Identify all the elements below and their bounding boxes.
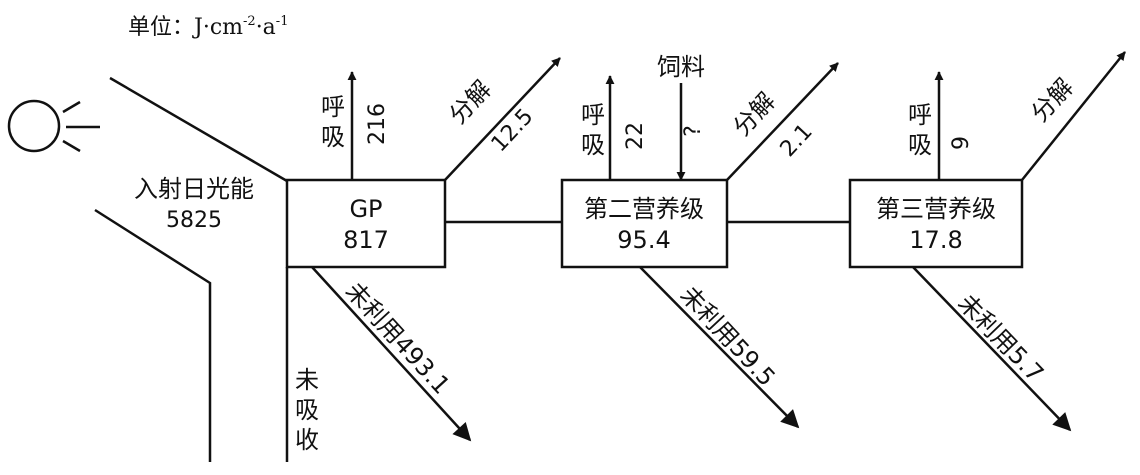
gp-box xyxy=(285,178,447,269)
inflow-label: 入射日光能 xyxy=(134,175,254,203)
level-second: 呼 吸 22 分解 2.1 未利用59.5 第二营养级 95.4 xyxy=(560,62,839,429)
sun-icon xyxy=(7,99,100,153)
inflow-value: 5825 xyxy=(166,208,222,233)
light-channel-lower xyxy=(94,208,212,462)
level-name: 第三营养级 xyxy=(876,195,996,223)
decomposition-arrow xyxy=(726,62,839,181)
unabsorbed-char-2: 吸 xyxy=(295,396,319,424)
level-value: 95.4 xyxy=(617,226,670,254)
respiration-label-char-2: 吸 xyxy=(321,123,345,151)
decomposition-label: 分解 xyxy=(444,75,497,129)
respiration-label-char-1: 呼 xyxy=(321,93,345,121)
level-gp: 呼 吸 216 分解 12.5 未利用493.1 GP 817 xyxy=(285,57,561,442)
unused-arrow xyxy=(912,266,1072,432)
light-channel-upper xyxy=(109,76,288,183)
unused-arrow xyxy=(639,266,800,429)
respiration-value: 9 xyxy=(949,136,974,150)
respiration-label-char-1: 呼 xyxy=(908,101,932,129)
unabsorbed-char-1: 未 xyxy=(295,366,319,394)
unused-text: 未利用493.1 xyxy=(340,277,456,400)
decomposition-value: 12.5 xyxy=(487,104,539,157)
second-level-box xyxy=(560,178,729,269)
decomposition-value: 2.1 xyxy=(776,119,818,162)
unabsorbed-char-3: 收 xyxy=(295,426,319,454)
respiration-value: 216 xyxy=(365,103,390,145)
level-name: 第二营养级 xyxy=(584,195,704,223)
feed-value: ? xyxy=(681,125,706,137)
feed-label: 饲料 xyxy=(657,53,705,81)
third-level-box xyxy=(848,178,1024,269)
unused-text: 未利用5.7 xyxy=(952,289,1049,388)
level-value: 17.8 xyxy=(909,226,962,254)
decomposition-arrow xyxy=(1021,51,1126,181)
unused-text: 未利用59.5 xyxy=(675,281,781,392)
respiration-label-char-2: 吸 xyxy=(908,131,932,159)
level-name: GP xyxy=(349,195,382,223)
level-value: 817 xyxy=(343,226,389,254)
respiration-label-char-2: 吸 xyxy=(581,131,605,159)
unit-label: 单位：J·cm-2·a-1 xyxy=(128,14,288,40)
unused-arrow xyxy=(311,266,472,442)
decomposition-arrow xyxy=(444,57,561,181)
respiration-value: 22 xyxy=(623,122,648,150)
level-third: 呼 吸 9 分解 未利用5.7 第三营养级 17.8 xyxy=(848,51,1126,432)
respiration-label-char-1: 呼 xyxy=(581,101,605,129)
